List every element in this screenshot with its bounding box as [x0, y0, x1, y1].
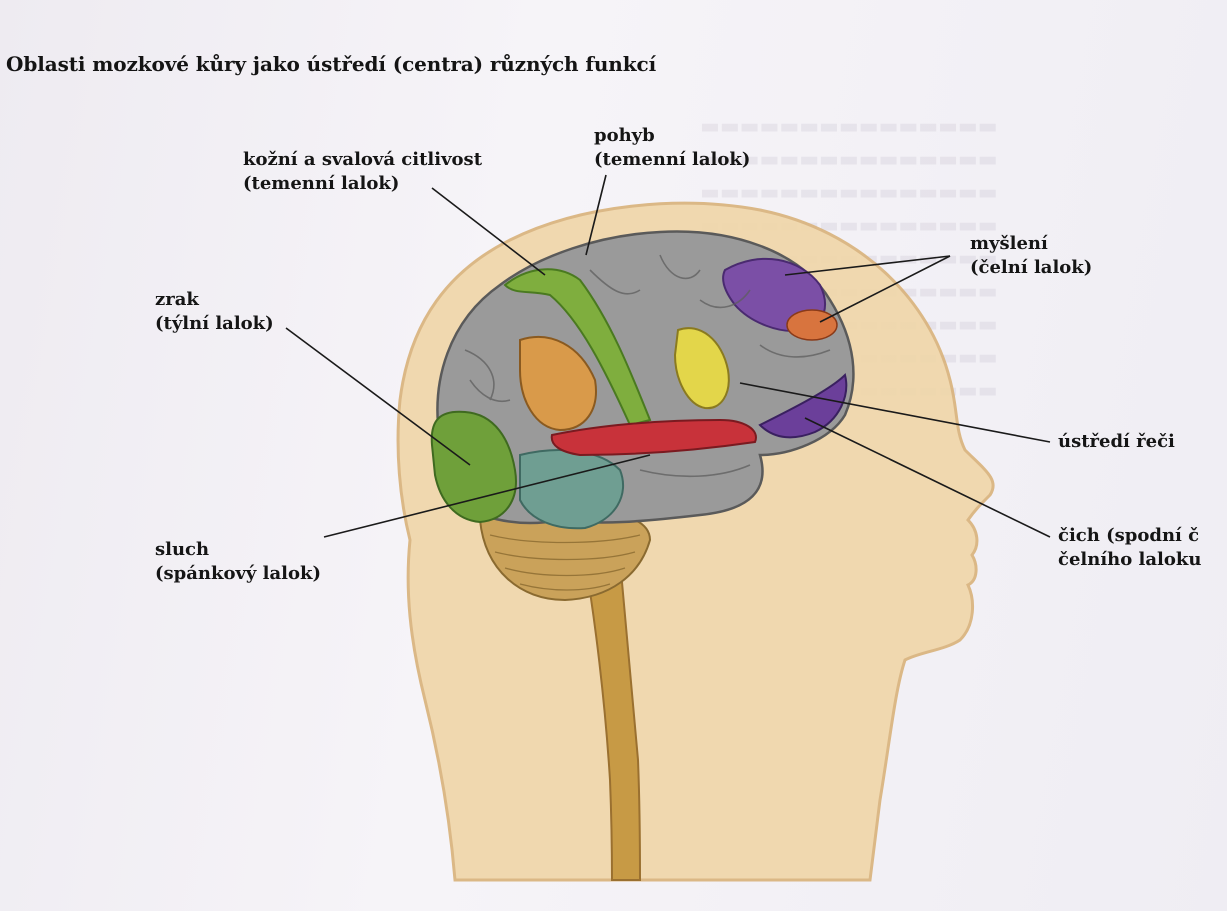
label-kozni-line2: (temenní lalok) [243, 172, 482, 196]
label-zrak-line1: zrak [155, 288, 274, 312]
label-cich-line1: čich (spodní č [1058, 524, 1201, 548]
diagram-title: Oblasti mozkové kůry jako ústředí (centr… [6, 52, 656, 76]
label-sluch: sluch (spánkový lalok) [155, 538, 321, 586]
temporal-lobe-teal [520, 450, 623, 528]
frontal-orange-spot [787, 310, 837, 340]
label-pohyb-line2: (temenní lalok) [594, 148, 750, 172]
label-mysleni: myšlení (čelní lalok) [970, 232, 1092, 280]
label-zrak: zrak (týlní lalok) [155, 288, 274, 336]
label-ustredi-reci-line1: ústředí řeči [1058, 430, 1175, 454]
label-cich: čich (spodní č čelního laloku [1058, 524, 1201, 572]
label-pohyb-line1: pohyb [594, 124, 750, 148]
label-mysleni-line2: (čelní lalok) [970, 256, 1092, 280]
label-ustredi-reci: ústředí řeči [1058, 430, 1175, 454]
label-mysleni-line1: myšlení [970, 232, 1092, 256]
label-cich-line2: čelního laloku [1058, 548, 1201, 572]
label-sluch-line1: sluch [155, 538, 321, 562]
label-kozni: kožní a svalová citlivost (temenní lalok… [243, 148, 482, 196]
label-sluch-line2: (spánkový lalok) [155, 562, 321, 586]
label-zrak-line2: (týlní lalok) [155, 312, 274, 336]
label-kozni-line1: kožní a svalová citlivost [243, 148, 482, 172]
label-pohyb: pohyb (temenní lalok) [594, 124, 750, 172]
